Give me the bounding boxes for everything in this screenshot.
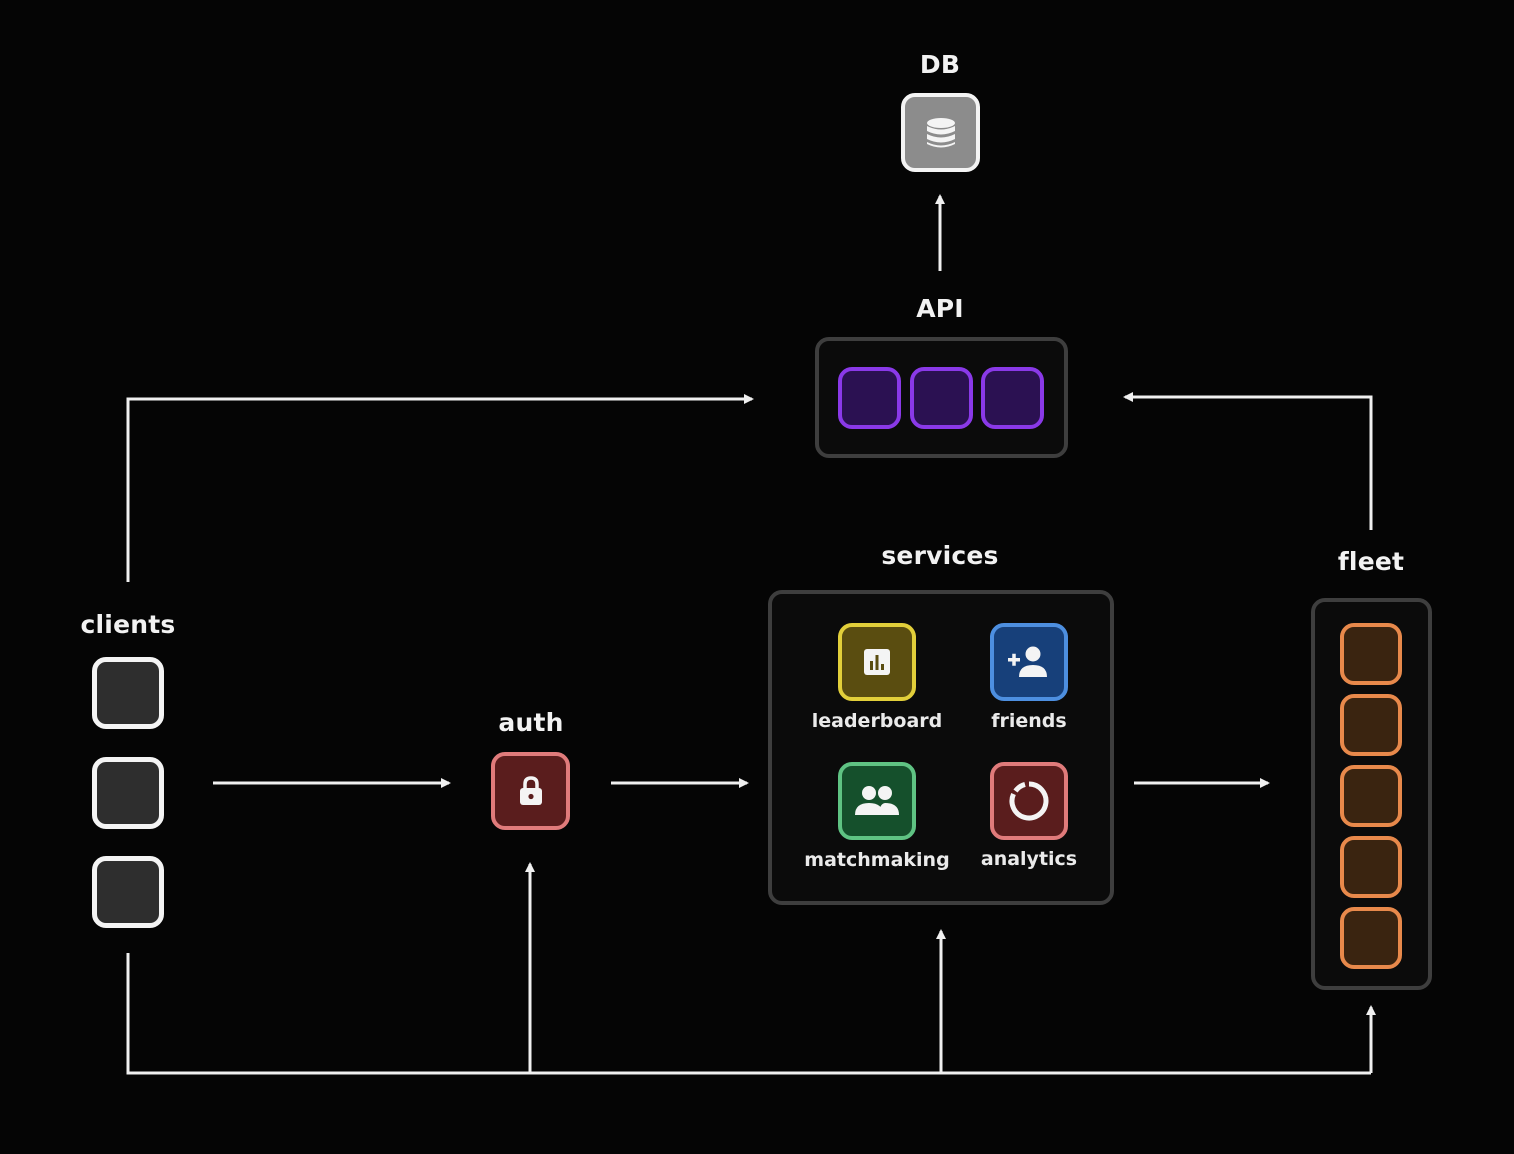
services-label: services <box>881 541 999 570</box>
bottom-bus-line <box>126 953 1371 1075</box>
api-label: API <box>916 294 964 323</box>
fleet-container <box>1311 598 1432 990</box>
clients-label: clients <box>80 610 176 639</box>
fleet-instance <box>1340 694 1402 756</box>
donut-icon <box>1009 781 1049 821</box>
friends-node <box>990 623 1068 701</box>
analytics-label: analytics <box>980 848 1078 870</box>
auth-node <box>491 752 570 830</box>
analytics-node <box>990 762 1068 840</box>
api-container <box>815 337 1068 458</box>
arrow-fleet-to-api <box>1123 392 1373 530</box>
matchmaking-node <box>838 762 916 840</box>
client-node <box>92 856 164 928</box>
api-instance <box>838 367 901 429</box>
services-container: leaderboard friends <box>768 590 1114 905</box>
client-node <box>92 657 164 729</box>
db-label: DB <box>919 50 961 79</box>
api-instance <box>910 367 973 429</box>
fleet-instance <box>1340 623 1402 685</box>
lock-icon <box>516 775 546 807</box>
api-instance <box>981 367 1044 429</box>
add-person-icon <box>1006 645 1052 679</box>
matchmaking-label: matchmaking <box>804 849 950 871</box>
fleet-instance <box>1340 907 1402 969</box>
people-icon <box>852 784 902 818</box>
leaderboard-label: leaderboard <box>811 710 943 732</box>
auth-label: auth <box>498 708 564 737</box>
fleet-instance <box>1340 765 1402 827</box>
fleet-instance <box>1340 836 1402 898</box>
db-node <box>901 93 980 172</box>
leaderboard-node <box>838 623 916 701</box>
database-icon <box>923 115 959 151</box>
arrow-clients-to-api <box>126 394 754 582</box>
friends-label: friends <box>991 710 1067 732</box>
bar-chart-icon <box>862 647 892 677</box>
client-node <box>92 757 164 829</box>
fleet-label: fleet <box>1337 547 1405 576</box>
